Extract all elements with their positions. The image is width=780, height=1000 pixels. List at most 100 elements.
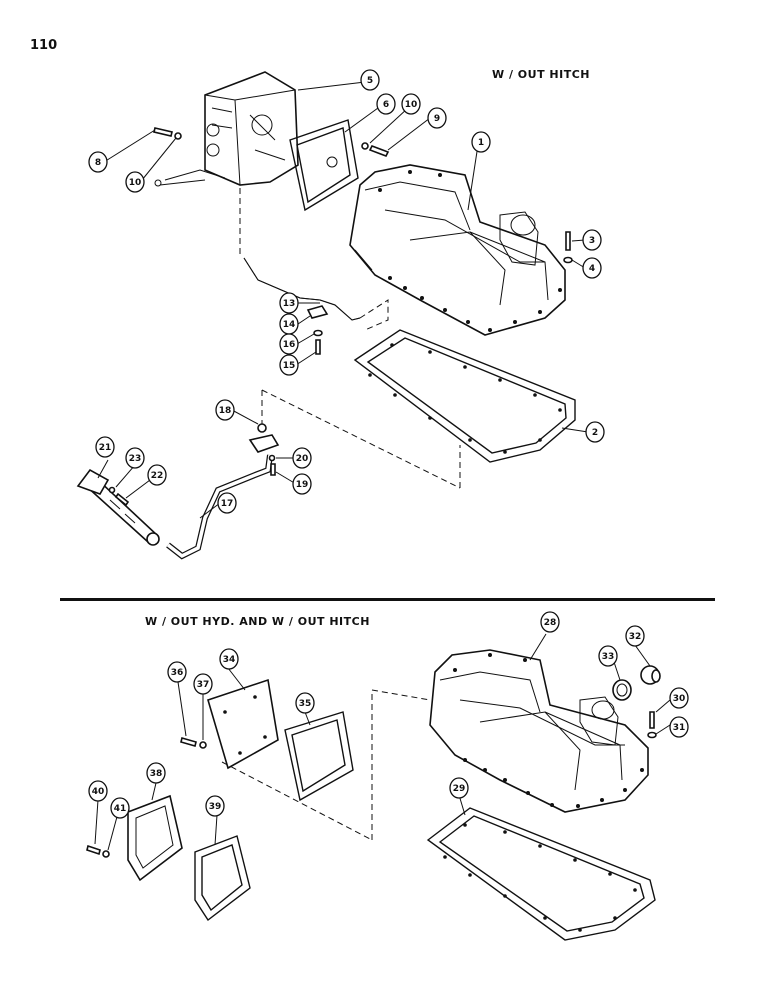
callout-label: 20 [296, 454, 309, 464]
callout-32: 32 [625, 625, 645, 647]
bolt-15-part [315, 339, 321, 355]
callout-23: 23 [125, 447, 145, 469]
callout-18: 18 [215, 399, 235, 421]
valve-body-part [154, 71, 299, 187]
callout-label: 28 [544, 618, 557, 628]
callout-label: 34 [223, 655, 236, 665]
callout-28: 28 [540, 611, 560, 633]
section-label-top: W / OUT HITCH [492, 68, 591, 81]
plug-32-part [640, 665, 661, 685]
cover-38-part [127, 794, 183, 882]
washer-20-part [268, 454, 276, 462]
washer-23-part [108, 486, 116, 494]
callout-label: 31 [673, 723, 686, 733]
callout-label: 41 [114, 804, 127, 814]
callout-9: 9 [427, 107, 447, 129]
callout-14: 14 [279, 313, 299, 335]
callout-13: 13 [279, 292, 299, 314]
housing-gasket-29-part [426, 807, 656, 941]
bolt-3-part [563, 231, 573, 264]
gasket-39-part [194, 835, 251, 922]
callout-label: 19 [296, 480, 309, 490]
callout-21: 21 [95, 436, 115, 458]
callout-label: 40 [92, 787, 105, 797]
callout-label: 29 [453, 784, 466, 794]
callout-label: 30 [673, 694, 686, 704]
screw-22-part [114, 492, 130, 507]
bolt-30-part [649, 711, 655, 729]
callout-6: 6 [376, 93, 396, 115]
callout-33: 33 [598, 645, 618, 667]
callout-label: 36 [171, 668, 184, 678]
callout-15: 15 [279, 354, 299, 376]
washer-37-part [199, 741, 207, 749]
callout-label: 22 [151, 471, 164, 481]
callout-29: 29 [449, 777, 469, 799]
callout-label: 38 [150, 769, 163, 779]
callout-label: 6 [383, 100, 389, 110]
housing-part [349, 164, 566, 336]
callout-4: 4 [582, 257, 602, 279]
callout-label: 18 [219, 406, 232, 416]
tube-13-part [243, 257, 361, 321]
callout-10: 10 [401, 93, 421, 115]
filter-21-part [76, 468, 160, 546]
callout-39: 39 [205, 795, 225, 817]
callout-label: 13 [283, 299, 296, 309]
page-number: 110 [30, 38, 58, 53]
callout-label: 1 [478, 138, 484, 148]
seal-33-part [612, 679, 632, 701]
callout-label: 10 [129, 178, 142, 188]
callout-31: 31 [669, 716, 689, 738]
callout-40: 40 [88, 780, 108, 802]
callout-label: 8 [95, 158, 101, 168]
callout-3: 3 [582, 229, 602, 251]
callout-5: 5 [360, 69, 380, 91]
callout-label: 39 [209, 802, 222, 812]
cover-plate-34-part [207, 678, 279, 770]
callout-41: 41 [110, 797, 130, 819]
housing-28-part [429, 649, 649, 813]
callout-label: 21 [99, 443, 112, 453]
callout-label: 17 [221, 499, 234, 509]
callout-20: 20 [292, 447, 312, 469]
callout-35: 35 [295, 692, 315, 714]
section-label-bottom: W / OUT HYD. AND W / OUT HITCH [145, 615, 370, 628]
callout-label: 5 [367, 76, 373, 86]
callout-38: 38 [146, 762, 166, 784]
callout-label: 23 [129, 454, 142, 464]
washer-41-part [102, 850, 110, 858]
callout-label: 4 [589, 264, 595, 274]
housing-gasket-part [353, 329, 576, 463]
valve-gasket-part [289, 119, 359, 212]
callout-label: 32 [629, 632, 642, 642]
gasket-35-part [284, 711, 354, 802]
callout-label: 15 [283, 361, 296, 371]
callout-2: 2 [585, 421, 605, 443]
bolt-19-part [270, 463, 276, 476]
callout-label: 2 [592, 428, 598, 438]
callout-label: 3 [589, 236, 595, 246]
washer-16-part [313, 329, 323, 337]
clip-14-part [306, 305, 329, 319]
bolt-8-part [153, 127, 182, 140]
callout-36: 36 [167, 661, 187, 683]
callout-10: 10 [125, 171, 145, 193]
callout-label: 37 [197, 680, 210, 690]
callout-label: 16 [283, 340, 296, 350]
section-divider [60, 598, 715, 601]
callout-label: 9 [434, 114, 440, 124]
callout-1: 1 [471, 131, 491, 153]
ring-18-part [257, 423, 267, 433]
callout-label: 14 [283, 320, 296, 330]
bolt-9-part [361, 142, 390, 158]
callout-label: 35 [299, 699, 312, 709]
callout-17: 17 [217, 492, 237, 514]
callout-19: 19 [292, 473, 312, 495]
callout-16: 16 [279, 333, 299, 355]
bolt-36-part [180, 737, 197, 747]
callout-label: 10 [405, 100, 418, 110]
tube-17-part [166, 434, 280, 560]
callout-22: 22 [147, 464, 167, 486]
